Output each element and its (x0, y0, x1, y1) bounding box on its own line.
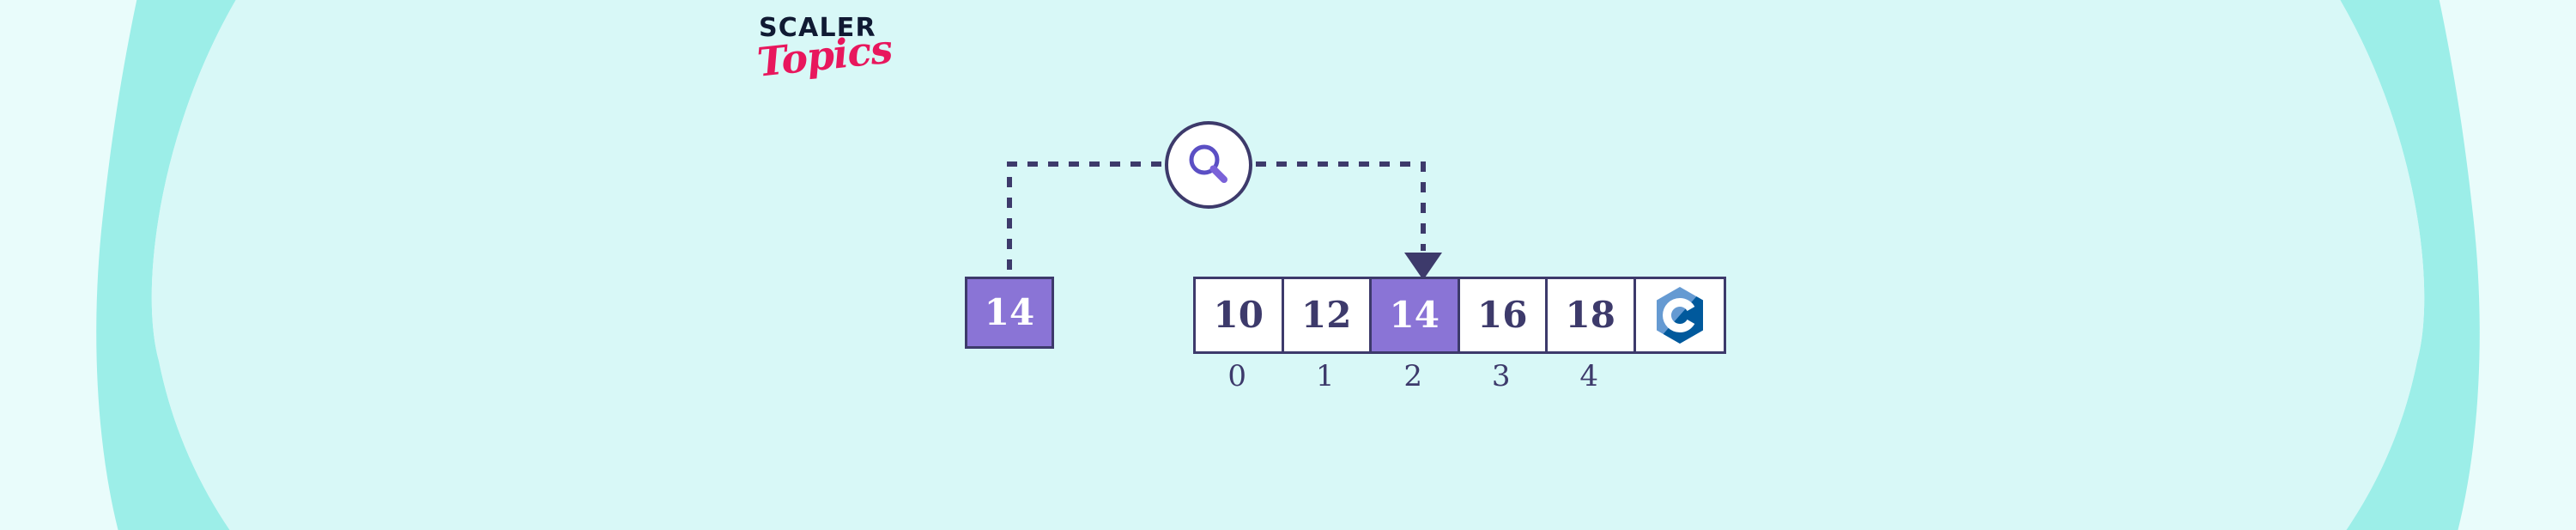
search-magnifier-node[interactable] (1165, 121, 1252, 209)
array-cell-0[interactable]: 10 (1196, 279, 1284, 351)
array-cell-value: 14 (1389, 294, 1440, 336)
magnifier-icon (1183, 139, 1234, 191)
scaler-topics-logo: SCALER Topics (755, 15, 953, 114)
array-cell-4[interactable]: 18 (1548, 279, 1636, 351)
search-key-value: 14 (984, 291, 1035, 333)
array-index-4: 4 (1579, 359, 1599, 393)
array-cell-5-logo[interactable] (1635, 279, 1724, 351)
array-container: 10 12 14 16 18 (1193, 277, 1726, 393)
c-language-logo-icon (1653, 285, 1706, 345)
connector-right-branch (1256, 161, 1426, 251)
array-cell-value: 12 (1301, 294, 1352, 336)
left-arc-shape (96, 0, 236, 530)
array-index-3: 3 (1491, 359, 1511, 393)
array-cell-value: 16 (1477, 294, 1528, 336)
array-index-labels: 0 1 2 3 4 (1193, 359, 1726, 394)
brand-wordmark-scaler: SCALER (759, 13, 876, 43)
array-cell-value: 18 (1565, 294, 1615, 336)
inner-panel-shape (151, 0, 2425, 530)
search-key-box: 14 (965, 277, 1054, 349)
array-cell-3[interactable]: 16 (1459, 279, 1548, 351)
right-arc-shape (2340, 0, 2480, 530)
array-row: 10 12 14 16 18 (1193, 277, 1726, 354)
array-index-1: 1 (1315, 359, 1335, 393)
array-index-0: 0 (1227, 359, 1247, 393)
array-index-2: 2 (1403, 359, 1423, 393)
array-cell-1[interactable]: 12 (1283, 279, 1372, 351)
connector-left-branch (1007, 161, 1161, 277)
array-cell-value: 10 (1213, 294, 1264, 336)
array-cell-2-highlighted[interactable]: 14 (1372, 279, 1460, 351)
